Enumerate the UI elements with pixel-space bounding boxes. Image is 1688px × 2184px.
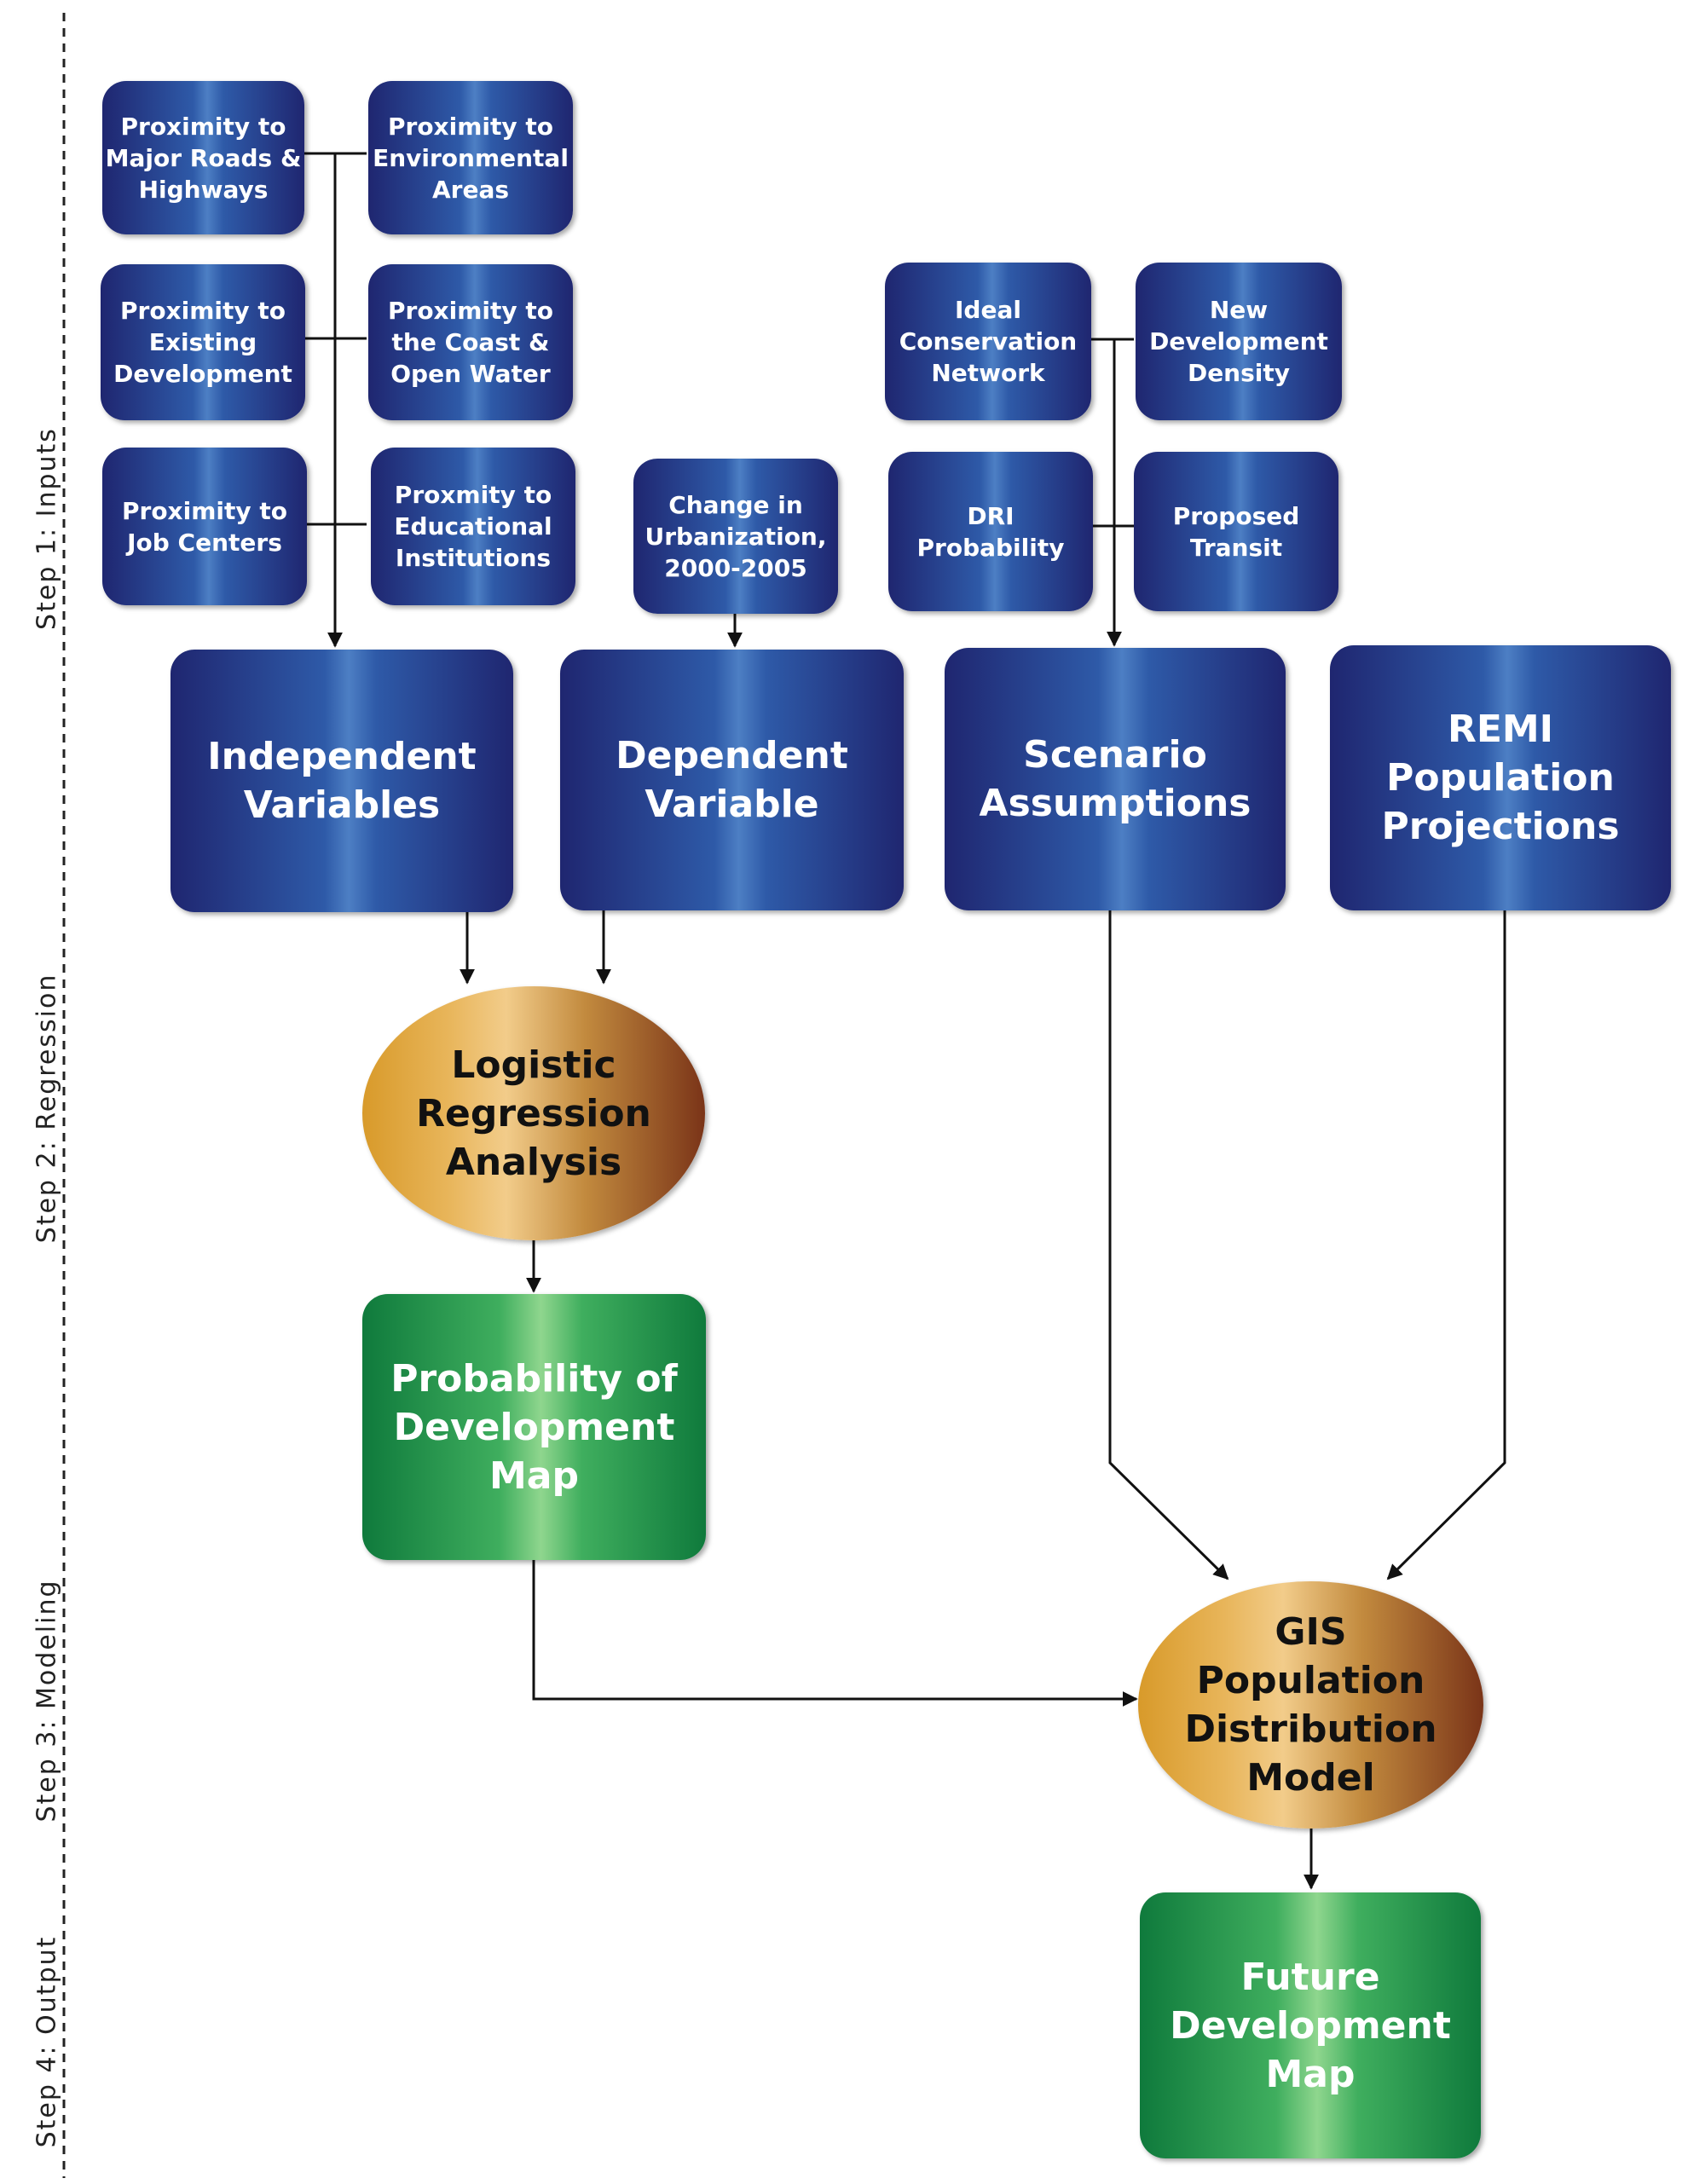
input-proximity-job-centers: Proximity to Job Centers [102, 448, 307, 605]
input-proximity-environmental: Proximity to Environmental Areas [368, 81, 573, 234]
independent-variables-label: Independent Variables [207, 735, 477, 827]
input-new-development-density: New Development Density [1136, 263, 1342, 420]
gis-population-model-label: GIS Population Distribution Model [1184, 1610, 1437, 1800]
scenario-assumptions-label: Scenario Assumptions [979, 733, 1252, 825]
input-proximity-coast-label: Proximity to the Coast & Open Water [387, 297, 553, 388]
probability-development-map-box: Probability of Development Map [362, 1294, 706, 1560]
input-proximity-roads: Proximity to Major Roads & Highways [102, 81, 304, 234]
future-development-map-box: Future Development Map [1140, 1892, 1481, 2158]
input-proximity-roads-label: Proximity to Major Roads & Highways [105, 112, 302, 204]
input-dri-probability-label: DRI Probability [916, 501, 1065, 562]
logistic-regression-label: Logistic Regression Analysis [416, 1043, 651, 1184]
input-proximity-existing-development-label: Proximity to Existing Development [113, 297, 292, 388]
remi-population-projections-box: REMI Population Projections [1330, 645, 1671, 910]
independent-variables-box: Independent Variables [171, 650, 513, 912]
input-proximity-job-centers-label: Proximity to Job Centers [121, 496, 287, 557]
input-proximity-existing-development: Proximity to Existing Development [101, 264, 305, 420]
input-proposed-transit-label: Proposed Transit [1172, 501, 1300, 562]
logistic-regression-oval: Logistic Regression Analysis [362, 986, 705, 1240]
input-change-urbanization: Change in Urbanization, 2000-2005 [633, 459, 838, 614]
gis-population-model-oval: GIS Population Distribution Model [1138, 1581, 1483, 1829]
dependent-variable-label: Dependent Variable [616, 734, 848, 826]
probability-development-map-label: Probability of Development Map [390, 1356, 678, 1498]
input-ideal-conservation: Ideal Conservation Network [885, 263, 1091, 420]
input-ideal-conservation-label: Ideal Conservation Network [899, 296, 1078, 387]
input-dri-probability: DRI Probability [888, 452, 1093, 611]
input-proximity-educational-label: Proxmity to Educational Institutions [394, 481, 552, 572]
future-development-map-label: Future Development Map [1170, 1955, 1451, 2096]
input-new-development-density-label: New Development Density [1149, 296, 1328, 387]
input-proximity-environmental-label: Proximity to Environmental Areas [373, 112, 569, 204]
dependent-variable-box: Dependent Variable [560, 650, 904, 910]
scenario-assumptions-box: Scenario Assumptions [945, 648, 1286, 910]
input-proximity-coast: Proximity to the Coast & Open Water [368, 264, 573, 420]
input-change-urbanization-label: Change in Urbanization, 2000-2005 [645, 490, 827, 582]
input-proximity-educational: Proxmity to Educational Institutions [371, 448, 575, 605]
input-proposed-transit: Proposed Transit [1134, 452, 1338, 611]
remi-population-projections-label: REMI Population Projections [1381, 708, 1620, 848]
